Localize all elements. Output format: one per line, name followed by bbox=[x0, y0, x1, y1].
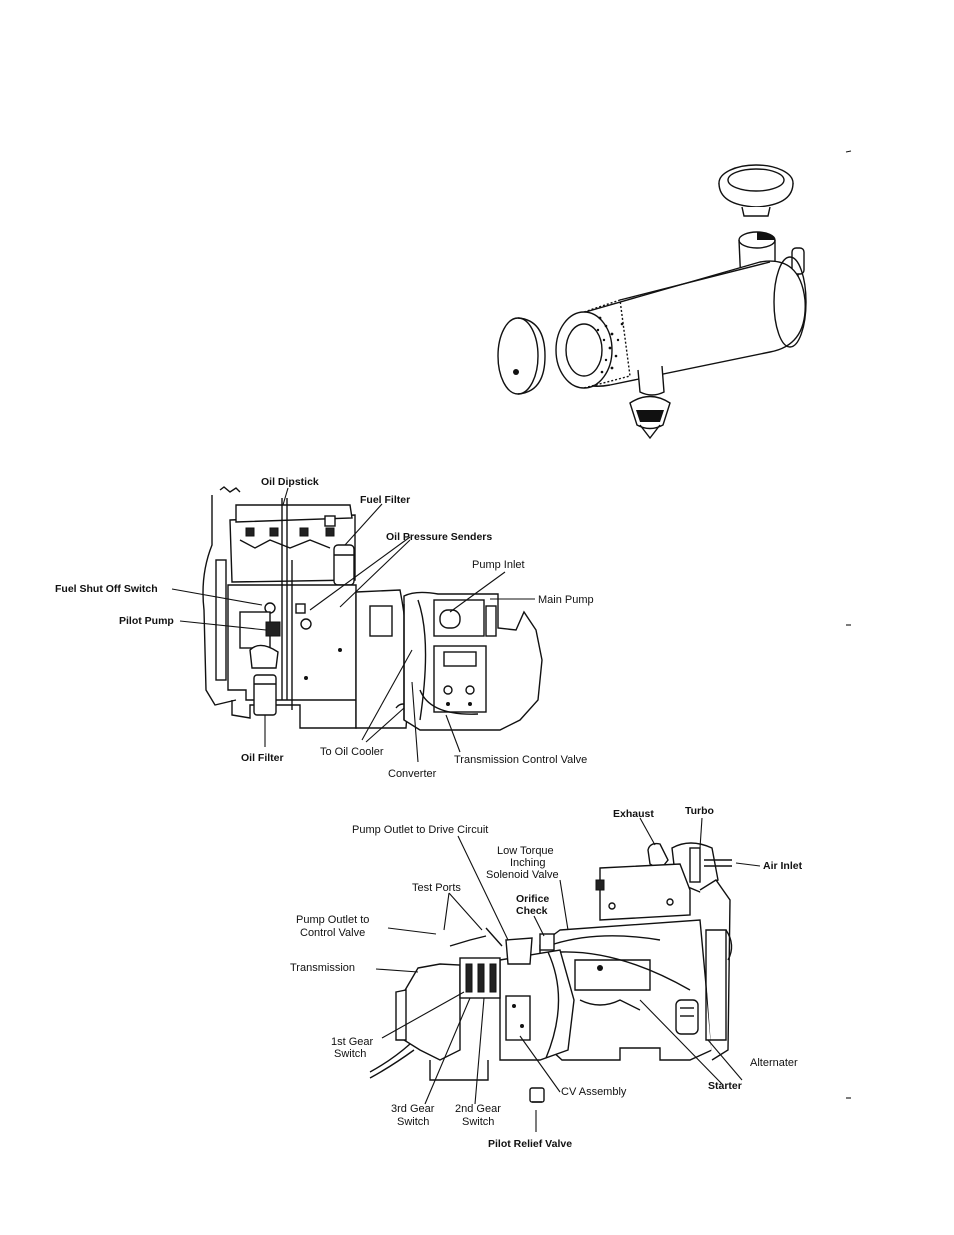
upper-cylinder-head bbox=[229, 504, 356, 583]
margin-marks bbox=[845, 150, 852, 1099]
upper-fuel-filter bbox=[333, 544, 355, 586]
lower-leader-lines bbox=[375, 817, 761, 1132]
label-converter: Converter bbox=[388, 768, 437, 780]
upper-main-pump bbox=[433, 599, 497, 637]
dust-cup bbox=[629, 365, 671, 440]
label-exhaust: Exhaust bbox=[613, 808, 654, 820]
upper-control-valve bbox=[419, 645, 487, 715]
engine-lower-illustration bbox=[369, 842, 733, 1103]
label-pump-outlet-control-1: Pump Outlet to bbox=[296, 914, 369, 926]
label-fuel-shut-off-switch: Fuel Shut Off Switch bbox=[55, 583, 158, 595]
rain-cap bbox=[718, 164, 794, 217]
label-3rd-gear-1: 3rd Gear bbox=[391, 1103, 435, 1115]
label-1st-gear-1: 1st Gear bbox=[331, 1036, 374, 1048]
label-low-torque-3: Solenoid Valve bbox=[486, 869, 559, 881]
label-oil-pressure-senders: Oil Pressure Senders bbox=[386, 531, 492, 543]
lower-transmission bbox=[369, 963, 489, 1081]
filter-element bbox=[555, 299, 631, 389]
upper-oil-filter bbox=[253, 674, 277, 716]
upper-oil-pan bbox=[231, 700, 357, 729]
label-fuel-filter: Fuel Filter bbox=[360, 494, 410, 506]
label-to-oil-cooler: To Oil Cooler bbox=[320, 746, 384, 758]
label-low-torque-1: Low Torque bbox=[497, 845, 554, 857]
label-oil-dipstick: Oil Dipstick bbox=[261, 476, 319, 488]
lower-control-valve bbox=[449, 927, 691, 1041]
lower-front-end bbox=[699, 879, 733, 1061]
lower-alternator bbox=[675, 999, 699, 1035]
label-3rd-gear-2: Switch bbox=[397, 1116, 429, 1128]
label-orifice-1: Orifice bbox=[516, 893, 549, 905]
label-transmission-control-valve: Transmission Control Valve bbox=[454, 754, 587, 766]
upper-leader-lines bbox=[171, 487, 535, 763]
upper-labels: Oil Dipstick Fuel Filter Oil Pressure Se… bbox=[55, 476, 594, 780]
label-pump-inlet: Pump Inlet bbox=[472, 559, 525, 571]
lower-labels: Pump Outlet to Drive Circuit Exhaust Tur… bbox=[290, 805, 803, 1150]
label-pilot-pump: Pilot Pump bbox=[119, 615, 174, 627]
label-2nd-gear-1: 2nd Gear bbox=[455, 1103, 501, 1115]
lower-pilot-relief-valve bbox=[529, 1087, 545, 1103]
label-2nd-gear-2: Switch bbox=[462, 1116, 494, 1128]
label-1st-gear-2: Switch bbox=[334, 1048, 366, 1060]
label-pump-outlet-control-2: Control Valve bbox=[300, 927, 365, 939]
air-cleaner-illustration bbox=[497, 164, 807, 440]
label-cv-assembly: CV Assembly bbox=[561, 1086, 627, 1098]
label-low-torque-2: Inching bbox=[510, 857, 545, 869]
label-pump-outlet-drive-circuit: Pump Outlet to Drive Circuit bbox=[352, 824, 488, 836]
label-main-pump: Main Pump bbox=[538, 594, 594, 606]
end-cover bbox=[497, 317, 546, 395]
upper-dipstick bbox=[281, 498, 293, 710]
lower-head bbox=[595, 863, 691, 921]
label-transmission: Transmission bbox=[290, 962, 355, 974]
label-test-ports: Test Ports bbox=[412, 882, 461, 894]
label-orifice-2: Check bbox=[516, 905, 548, 917]
label-air-inlet: Air Inlet bbox=[763, 860, 803, 872]
label-pilot-relief-valve: Pilot Relief Valve bbox=[488, 1138, 572, 1150]
upper-front-pulley bbox=[202, 486, 241, 706]
label-alternater: Alternater bbox=[750, 1057, 798, 1069]
label-oil-filter: Oil Filter bbox=[241, 752, 284, 764]
label-turbo: Turbo bbox=[685, 805, 714, 817]
engine-upper-illustration bbox=[202, 486, 543, 731]
label-starter: Starter bbox=[708, 1080, 742, 1092]
